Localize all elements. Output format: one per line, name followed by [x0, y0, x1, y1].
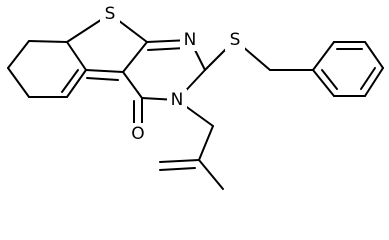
atom-label-sulfur-chain: S — [230, 30, 241, 50]
bond — [198, 125, 214, 161]
bond — [198, 159, 224, 190]
bond — [159, 167, 196, 171]
bond — [66, 41, 87, 71]
bond — [122, 41, 148, 73]
chemical-structure-diagram: S N S N O — [7, 3, 384, 190]
bond — [86, 77, 119, 81]
atom-label-nitrogen-top: N — [184, 30, 197, 50]
bond — [364, 41, 384, 69]
bond — [7, 40, 30, 69]
bond — [66, 69, 87, 98]
bond — [360, 67, 376, 90]
atom-labels: S N S N O — [100, 3, 245, 145]
bond — [85, 69, 124, 73]
bond — [364, 67, 384, 97]
bond-lines — [7, 13, 384, 190]
bond — [321, 69, 338, 90]
atom-label-oxygen-carbonyl: O — [131, 124, 144, 144]
bond — [122, 71, 143, 99]
bond — [312, 41, 335, 71]
bond — [159, 159, 200, 163]
bond — [61, 69, 79, 93]
atom-label-nitrogen-ring: N — [171, 90, 184, 110]
bond — [28, 40, 68, 43]
bond — [312, 69, 335, 97]
bond — [7, 67, 30, 98]
atom-label-sulfur-ring: S — [105, 4, 116, 24]
bond — [147, 47, 186, 51]
